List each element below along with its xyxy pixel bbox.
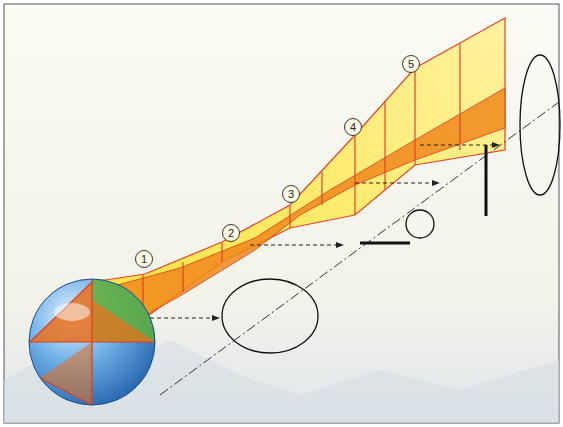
callout-number: 5 <box>402 55 420 73</box>
callout-number: 4 <box>344 118 362 136</box>
callout-number: 1 <box>135 250 153 268</box>
callout-number: 3 <box>282 185 300 203</box>
callout-number: 2 <box>222 224 240 242</box>
